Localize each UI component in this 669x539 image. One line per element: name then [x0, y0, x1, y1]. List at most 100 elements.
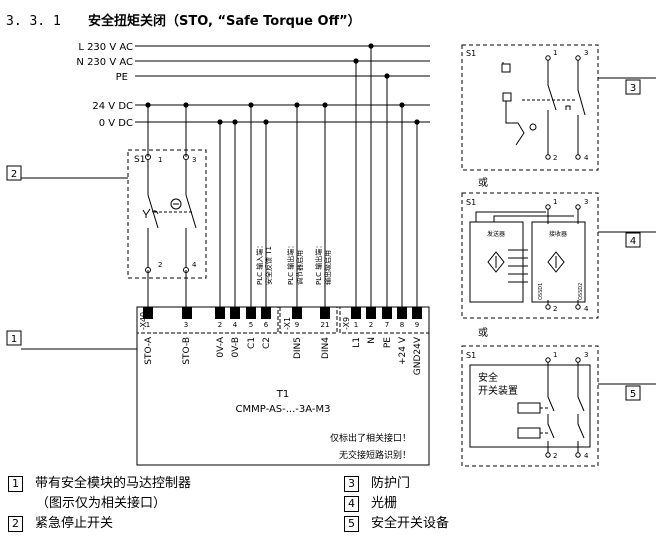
panel1-term-4: 4 [584, 154, 589, 162]
connector-x40: -X40 [139, 312, 148, 330]
s1-term-2: 2 [158, 261, 162, 269]
or-label-1: 或 [478, 177, 488, 189]
x40-term-2: 2 [218, 321, 222, 329]
section-heading: 3. 3. 1 安全扭矩关闭（STO, “Safe Torque Off”） [6, 10, 361, 29]
legend-num-2: 2 [8, 515, 23, 532]
legend-item-1-sub: （图示仅为相关接口） [8, 494, 191, 514]
x9-term-1: 1 [354, 321, 358, 329]
connector-x1: -X1 [283, 317, 292, 330]
x40-term-6: 6 [264, 321, 269, 329]
panel3-term-3: 3 [584, 351, 588, 359]
plc-labels: PLC 输入端： 安全反馈 T1 PLC 输出端： 调节器启用 PLC 输出端：… [255, 242, 332, 285]
callouts-left: 2 1 [6, 165, 137, 350]
legend-text-2: 紧急停止开关 [35, 516, 114, 531]
legend-sub-1: （图示仅为相关接口） [36, 496, 167, 511]
controller-name: T1 [276, 389, 289, 400]
panel-guard-door: S1 1 3 2 4 3 [461, 44, 656, 171]
signal-l1: L1 [352, 337, 362, 348]
panel2-term-2: 2 [553, 305, 557, 313]
supply-label-24v: 24 V DC [92, 101, 133, 112]
junction-dots [145, 43, 420, 125]
signal-din4: DIN4 [321, 337, 331, 359]
plc-label-din5-line2: 调节器启用 [295, 250, 304, 285]
panel-safety-device: S1 1 3 2 4 安全 开关装置 5 [461, 345, 656, 467]
sender-label: 发送器 [487, 230, 505, 238]
ossd1-label: OSSD1 [538, 283, 544, 300]
panel2-term-1: 1 [553, 198, 557, 206]
x9-term-2: 2 [369, 321, 373, 329]
s1-term-3: 3 [192, 156, 196, 164]
panel2-term-4: 4 [584, 305, 589, 313]
panel2-s1-label: S1 [466, 198, 476, 207]
x9-term-8: 8 [400, 321, 404, 329]
signal-pe: PE [383, 337, 393, 348]
plc-label-c2-line2: 安全反馈 T1 [264, 246, 273, 285]
panel1-term-1: 1 [553, 49, 557, 57]
switch-label: S1 [134, 155, 145, 165]
x40-term-1: 1 [146, 321, 150, 329]
supply-rails [135, 45, 430, 123]
panel3-term-1: 1 [553, 351, 557, 359]
safety-device-line2: 开关装置 [478, 384, 518, 397]
vertical-wires [147, 46, 418, 307]
receiver-label: 接收器 [549, 230, 567, 238]
controller-note-2: 无交接短路识别！ [339, 449, 411, 461]
emergency-stop-switch: S1 1 3 2 4 [127, 149, 207, 279]
controller-model: CMMP-AS-...-3A-M3 [236, 404, 331, 415]
ossd2-label: OSSD2 [578, 283, 584, 300]
signal-c2: C2 [262, 337, 272, 349]
legend-text-5: 安全开关设备 [371, 516, 450, 531]
x1-term-9: 9 [295, 321, 299, 329]
supply-label-pe: PE [116, 72, 128, 83]
legend-num-3: 3 [344, 475, 359, 492]
signal-0v-a: 0V-A [216, 336, 226, 357]
x40-term-5: 5 [249, 321, 253, 329]
callout-3: 3 [630, 83, 636, 94]
section-title: 安全扭矩关闭（STO, “Safe Torque Off”） [88, 14, 361, 29]
supply-label-n: N 230 V AC [76, 57, 133, 68]
signal-n: N [367, 337, 377, 344]
panel3-term-4: 4 [584, 452, 589, 460]
signal-c1: C1 [247, 337, 257, 349]
x40-term-4: 4 [233, 321, 238, 329]
legend-text-4: 光栅 [371, 496, 398, 511]
signal-gnd24v: GND24V [413, 336, 423, 375]
section-number: 3. 3. 1 [6, 14, 61, 29]
signal-24v: +24 V [398, 336, 408, 365]
signal-sto-b: STO-B [182, 337, 192, 365]
controller-t1: 1 3 2 4 5 6 9 21 1 2 7 8 9 -X40 -X1 -X9 … [136, 306, 430, 466]
controller-note-1: 仅标出了相关接口！ [330, 432, 411, 444]
callout-4: 4 [630, 236, 636, 247]
supply-label-l: L 230 V AC [78, 42, 133, 53]
s1-term-4: 4 [192, 261, 197, 269]
plc-label-din4-line2: 输出级启用 [323, 250, 332, 285]
callout-2: 2 [11, 169, 17, 180]
legend-item-2: 2 紧急停止开关 [8, 514, 191, 534]
callout-5: 5 [630, 389, 636, 400]
panel1-s1-label: S1 [466, 49, 476, 58]
x9-term-9: 9 [415, 321, 419, 329]
or-label-2: 或 [478, 327, 488, 339]
panel1-term-2: 2 [553, 154, 557, 162]
signal-0v-b: 0V-B [231, 337, 241, 357]
plc-label-din4-line1: PLC 输出端： [314, 242, 323, 285]
supply-label-0v: 0 V DC [99, 118, 133, 129]
legend-num-1: 1 [8, 475, 23, 492]
panel1-term-3: 3 [584, 49, 588, 57]
safety-device-line1: 安全 [478, 371, 498, 384]
x1-term-21: 21 [321, 321, 330, 329]
legend-item-4: 4 光栅 [344, 494, 449, 514]
legend-num-4: 4 [344, 495, 359, 512]
plc-label-c2-line1: PLC 输入端： [255, 242, 264, 285]
panel3-s1-label: S1 [466, 351, 476, 360]
connector-x9: -X9 [342, 317, 351, 330]
callout-1: 1 [11, 334, 17, 345]
signal-sto-a: STO-A [144, 336, 154, 365]
panel3-term-2: 2 [553, 452, 557, 460]
